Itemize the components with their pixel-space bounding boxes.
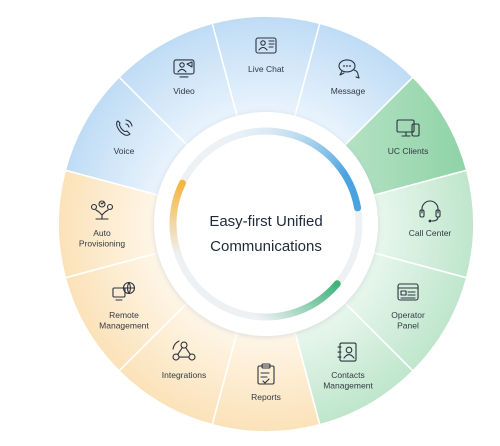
- chat-screen-icon: [255, 37, 277, 54]
- remote-globe-icon: [112, 281, 136, 301]
- segment-divider: [373, 252, 467, 279]
- contacts-book-icon: [337, 342, 357, 362]
- segment-divider: [65, 169, 159, 196]
- label-contacts-management-line1: Contacts: [331, 370, 365, 380]
- segment-divider: [344, 77, 413, 146]
- label-uc-clients: UC Clients: [388, 146, 429, 156]
- segment-divider: [211, 331, 238, 425]
- center-disc: [154, 112, 378, 336]
- label-message: Message: [331, 86, 366, 96]
- center-title-line1: Easy-first Unified: [209, 213, 322, 230]
- label-contacts-management-line2: Management: [323, 381, 373, 391]
- label-integrations: Integrations: [162, 370, 206, 380]
- message-bubbles-icon: [338, 59, 360, 79]
- segment-divider: [294, 331, 321, 425]
- panel-icon: [397, 283, 419, 301]
- label-call-center: Call Center: [409, 228, 452, 238]
- clipboard-icon: [257, 363, 275, 385]
- phone-icon: [116, 119, 133, 136]
- segment-divider: [119, 302, 188, 371]
- label-operator-panel-line1: Operator: [391, 310, 425, 320]
- segment-divider: [211, 23, 238, 117]
- label-live-chat: Live Chat: [248, 64, 285, 74]
- label-reports: Reports: [251, 392, 281, 402]
- label-operator-panel-line2: Panel: [397, 321, 419, 331]
- video-screen-icon: [173, 59, 195, 78]
- headset-icon: [419, 200, 441, 223]
- label-remote-management-line1: Remote: [109, 310, 139, 320]
- segment-divider: [373, 169, 467, 196]
- label-auto-provisioning-line1: Auto: [93, 228, 111, 238]
- devices-icon: [396, 119, 420, 137]
- label-auto-provisioning-line2: Provisioning: [79, 239, 126, 249]
- segment-divider: [294, 23, 321, 117]
- provisioning-icon: [90, 200, 114, 220]
- center-title-line2: Communications: [210, 238, 322, 255]
- segment-divider: [344, 302, 413, 371]
- integration-nodes-icon: [172, 340, 196, 361]
- segment-divider: [65, 252, 159, 279]
- segment-divider: [119, 77, 188, 146]
- green-arc: [227, 280, 341, 321]
- label-video: Video: [173, 86, 195, 96]
- label-voice: Voice: [114, 146, 135, 156]
- label-remote-management-line2: Management: [99, 321, 149, 331]
- orange-arc: [169, 179, 186, 260]
- blue-arc: [200, 127, 362, 212]
